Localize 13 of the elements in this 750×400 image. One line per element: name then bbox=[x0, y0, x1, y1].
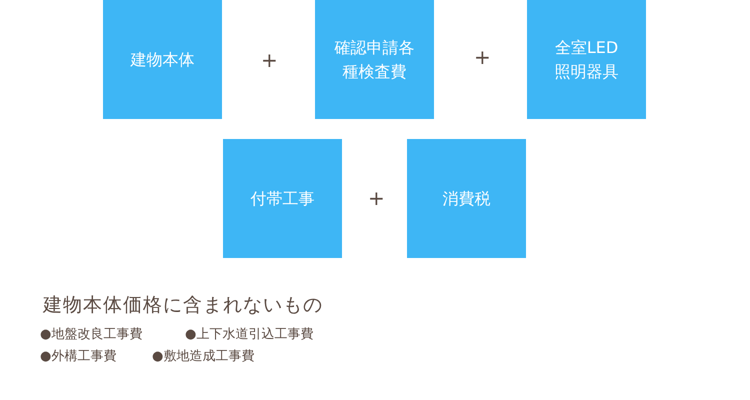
plus-sign: + bbox=[368, 186, 385, 210]
list-item: ●地盤改良工事費 bbox=[40, 326, 142, 343]
cost-box: 付帯工事 bbox=[223, 139, 342, 258]
list-item: ●外構工事費 bbox=[40, 348, 116, 365]
cost-box: 消費税 bbox=[407, 139, 526, 258]
plus-sign: + bbox=[474, 45, 491, 69]
plus-sign: + bbox=[261, 48, 278, 72]
list-item: ●上下水道引込工事費 bbox=[185, 326, 314, 343]
heading: 建物本体価格に含まれないもの bbox=[43, 293, 323, 318]
cost-box: 建物本体 bbox=[103, 0, 222, 119]
cost-box: 全室LED照明器具 bbox=[527, 0, 646, 119]
list-item: ●敷地造成工事費 bbox=[152, 348, 254, 365]
cost-box: 確認申請各種検査費 bbox=[315, 0, 434, 119]
